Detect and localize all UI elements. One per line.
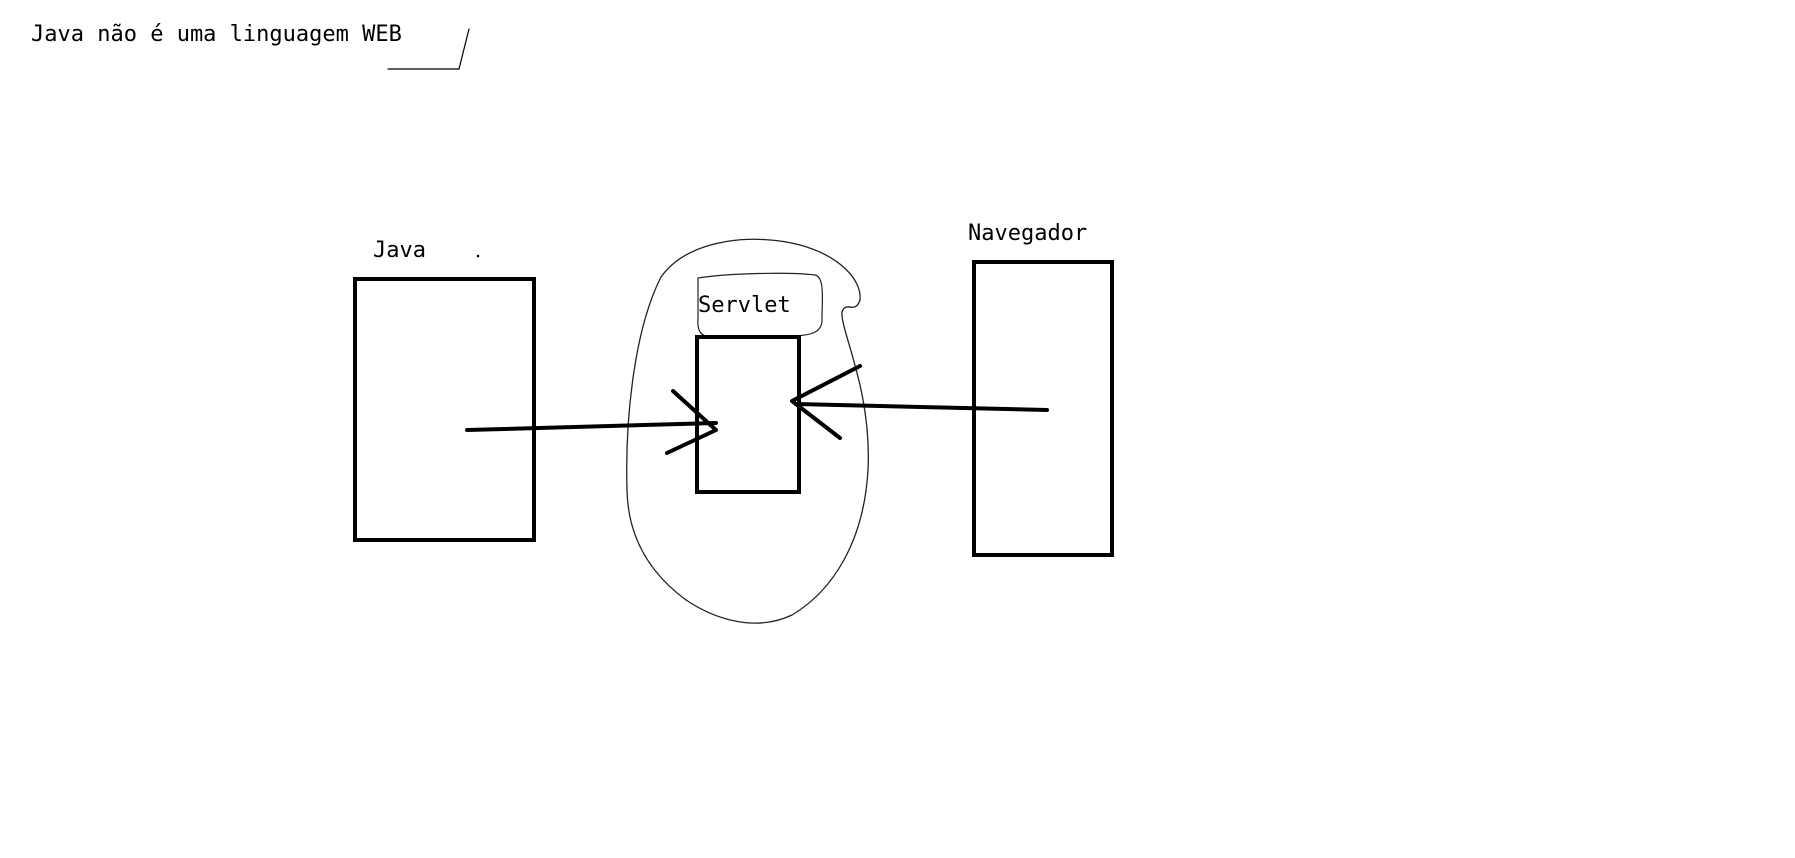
java-label: Java [373,238,426,263]
java-box [353,277,536,542]
navegador-label: Navegador [968,221,1088,246]
title-underline-stroke [387,28,470,70]
stray-dot [476,254,480,258]
arrow-java-to-servlet-head [665,389,718,455]
servlet-label-outline [697,272,824,338]
diagram-title: Java não é uma linguagem WEB [31,22,402,47]
arrow-navegador-to-servlet-head [790,364,862,440]
arrow-navegador-to-servlet [794,402,1049,412]
servlet-box [695,335,801,494]
servlet-enclosure-oval [626,238,869,624]
servlet-label: Servlet [698,293,791,318]
arrow-java-to-servlet [465,421,718,432]
